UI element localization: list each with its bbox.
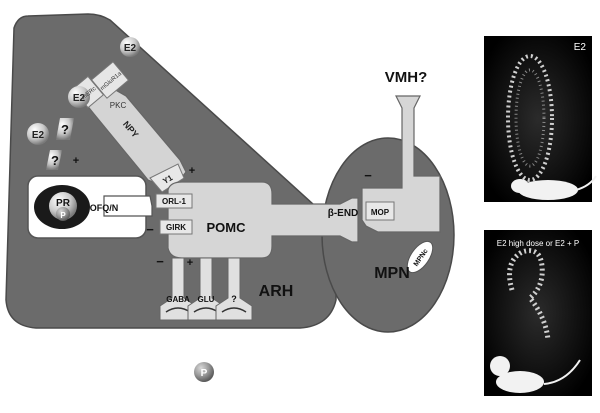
label-minus-orl: − bbox=[146, 222, 154, 237]
progesterone-sphere bbox=[56, 207, 70, 221]
label-p-bottom: P bbox=[201, 368, 208, 379]
neuron-stain-top bbox=[506, 54, 554, 182]
rat-silhouette-top bbox=[511, 175, 597, 200]
panel-top bbox=[484, 36, 592, 202]
label-q1: ? bbox=[61, 122, 69, 137]
label-mpn: MPN bbox=[374, 265, 410, 282]
mpnc-cell bbox=[406, 240, 434, 274]
label-pomc: POMC bbox=[207, 220, 247, 235]
label-minus-gaba: − bbox=[156, 254, 164, 269]
ofqn-neuron bbox=[27, 175, 153, 239]
label-ofqn: OFQ/N bbox=[90, 203, 119, 213]
label-pkc: PKC bbox=[110, 101, 127, 110]
panel-bottom-label: E2 high dose or E2 + P bbox=[497, 239, 580, 248]
e2-sphere-mid bbox=[68, 86, 90, 108]
e2-sphere-left bbox=[27, 123, 49, 145]
p-sphere-bottom bbox=[194, 362, 214, 382]
label-orl1: ORL-1 bbox=[162, 197, 187, 206]
label-gaba: GABA bbox=[166, 295, 190, 304]
label-arh: ARH bbox=[259, 283, 294, 300]
label-glu: GLU bbox=[198, 295, 215, 304]
label-e2-left: E2 bbox=[32, 130, 45, 141]
query-shape-2 bbox=[46, 150, 62, 170]
pr-receptor-sphere bbox=[49, 192, 77, 220]
neuron-stain-bottom bbox=[507, 248, 551, 341]
label-p-inner: P bbox=[60, 211, 66, 220]
label-plus-y1: + bbox=[189, 165, 195, 177]
rat-silhouette-bottom bbox=[490, 356, 581, 393]
panel-top-label: E2 bbox=[574, 42, 587, 53]
terminal-unknown bbox=[215, 257, 253, 321]
label-unk: ? bbox=[231, 294, 237, 304]
label-vmh: VMH? bbox=[385, 69, 428, 86]
label-plus-er: + bbox=[73, 155, 79, 167]
label-e2-mid: E2 bbox=[73, 93, 86, 104]
label-bend: β-END bbox=[328, 208, 359, 219]
label-girk: GIRK bbox=[166, 223, 186, 232]
label-plus-glu: + bbox=[187, 257, 193, 269]
mop-neuron bbox=[361, 95, 441, 233]
e2-sphere-top bbox=[120, 37, 140, 57]
label-minus-mop: − bbox=[364, 168, 372, 183]
label-mop: MOP bbox=[371, 208, 390, 217]
query-shape-1 bbox=[56, 118, 74, 140]
label-e2-top: E2 bbox=[124, 43, 137, 54]
label-pr: PR bbox=[56, 198, 71, 209]
label-q2: ? bbox=[51, 153, 59, 168]
label-y1: Y1 bbox=[161, 173, 174, 186]
